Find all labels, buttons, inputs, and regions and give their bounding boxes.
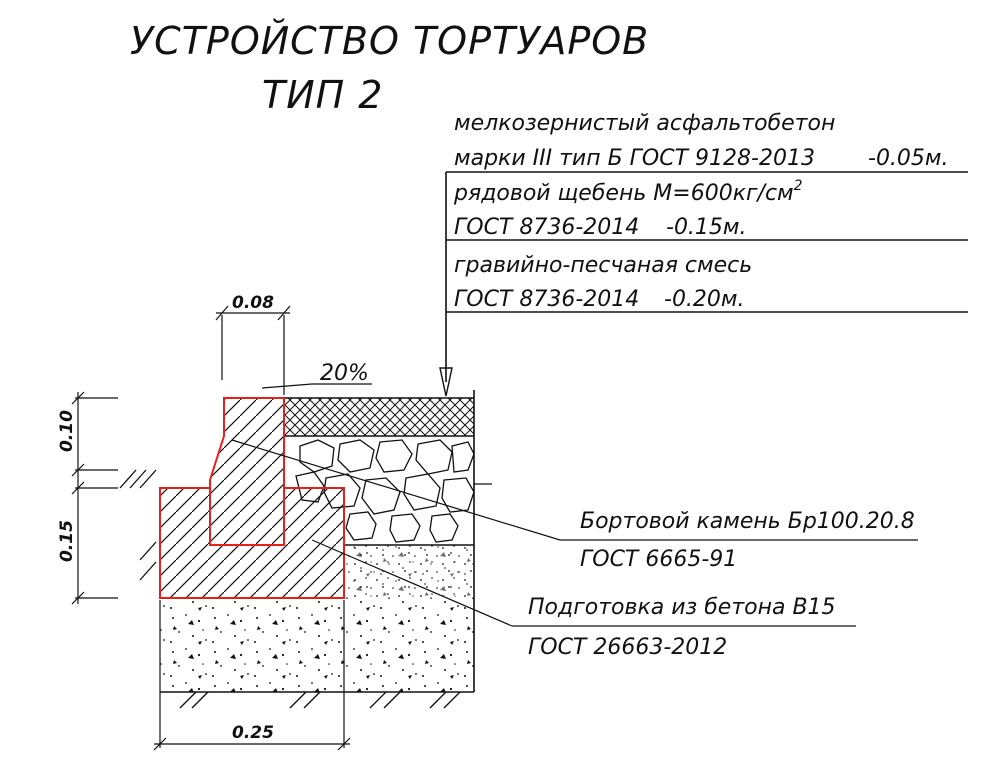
curb-stone [210,398,284,545]
layer-legend: мелкозернистый асфальтобетон марки III т… [439,111,968,397]
base-callout-spec: ГОСТ 26663-2012 [528,635,727,660]
layer-2-superscript: 2 [794,178,803,194]
layer-3-name: гравийно-песчаная смесь [454,253,752,278]
curb-callout-spec: ГОСТ 6665-91 [580,547,737,572]
dim-top-width: 0.08 [232,293,274,313]
layer-1-thickness: -0.05м. [868,146,949,171]
dim-upper-height: 0.10 [57,410,77,452]
layer-2-thickness: -0.15м. [666,215,747,240]
dim-bottom-width: 0.25 [232,723,274,743]
legend-arrow-icon [439,367,453,397]
svg-text:рядовой щебень М=600кг/см2: рядовой щебень М=600кг/см2 [453,178,803,206]
base-leader [311,539,513,627]
curb-leader [231,439,561,541]
asphalt-layer [284,398,474,436]
slope-line [261,383,313,389]
ground-marks [119,469,461,709]
layer-2-name: рядовой щебень М=600кг/см [453,181,794,206]
dim-lower-height: 0.15 [57,520,77,562]
layer-1-name: мелкозернистый асфальтобетон [454,111,835,136]
drawing-subtitle: ТИП 2 [262,73,383,117]
layer-1-spec: марки III тип Б ГОСТ 9128-2013 [454,146,815,171]
pavement-section [119,390,918,709]
layer-2-spec: ГОСТ 8736-2014 [454,215,639,240]
base-callout-title: Подготовка из бетона В15 [528,595,836,620]
dim-slope: 20% [320,361,369,386]
dimensions: 0.08 20% 0.10 0.15 0.25 [57,293,372,751]
concrete-base [160,488,344,598]
curb-callout-title: Бортовой камень Бр100.20.8 [580,509,915,534]
layer-3-spec: ГОСТ 8736-2014 [454,287,639,312]
concrete-base-lower [160,598,474,692]
layer-3-thickness: -0.20м. [664,287,745,312]
drawing-title: УСТРОЙСТВО ТОРТУАРОВ [130,19,649,63]
